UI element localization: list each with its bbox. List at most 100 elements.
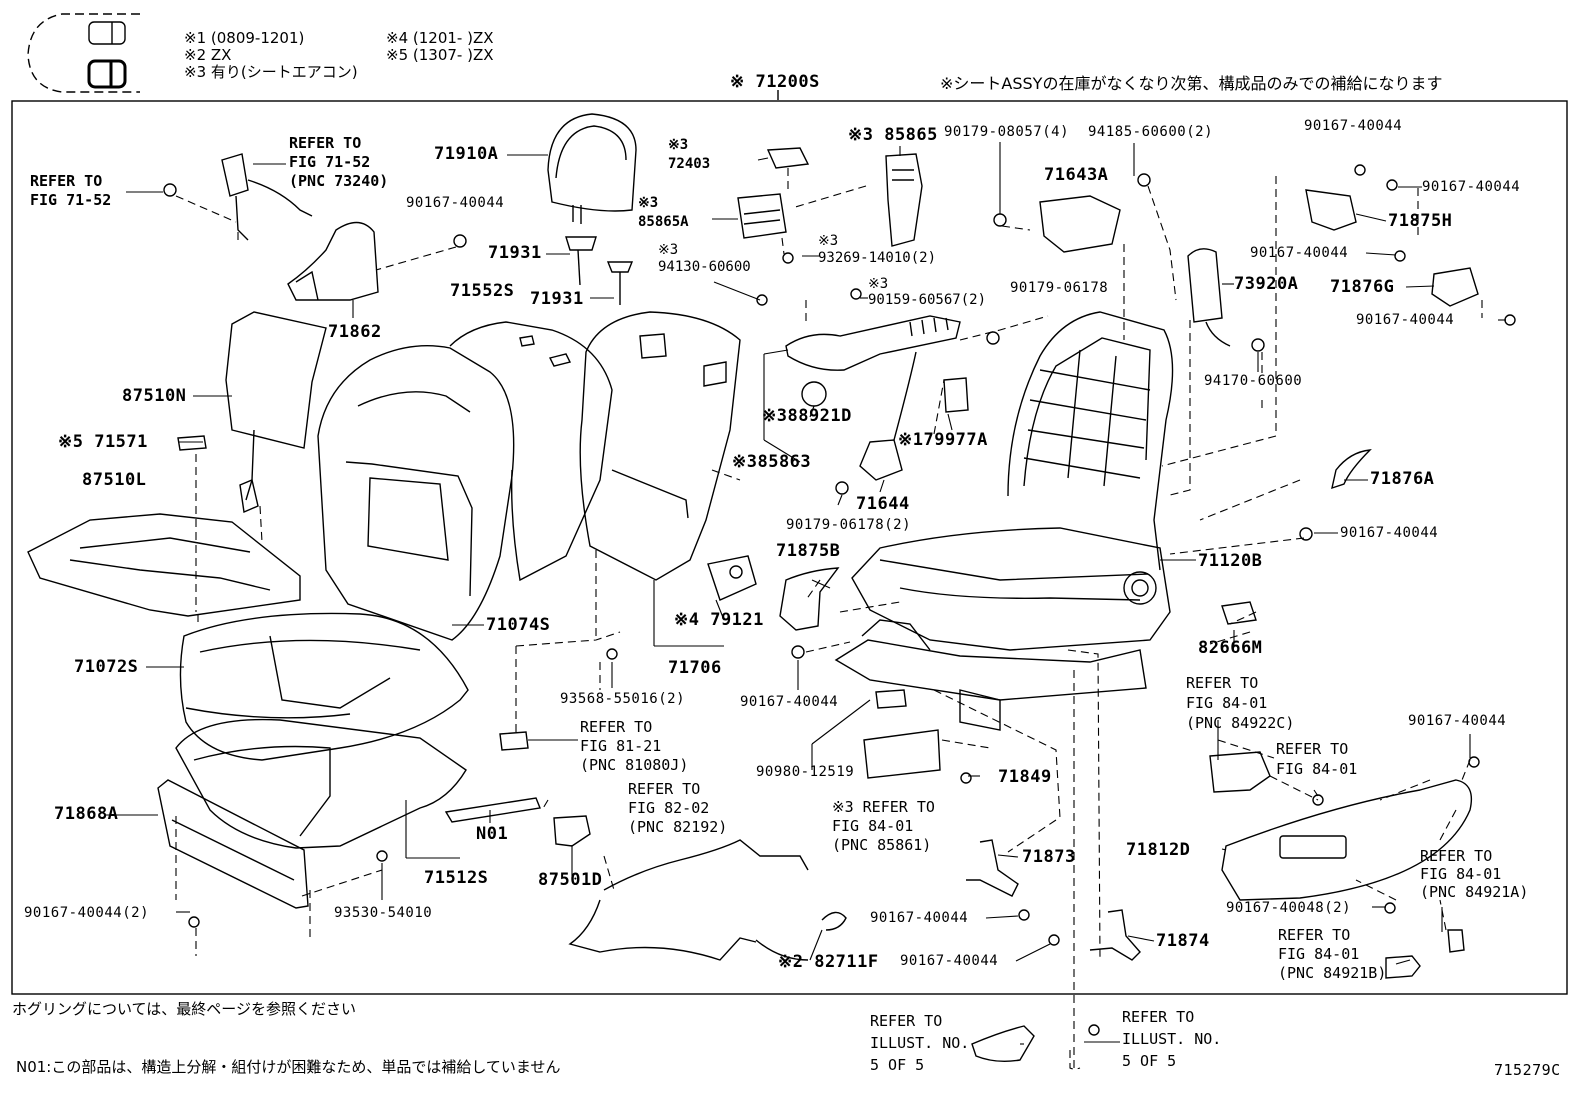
part-label-71910A: 71910A: [434, 144, 499, 164]
part-79977A: [943, 377, 969, 413]
bolt-label: 90167-40044: [406, 195, 505, 211]
part-label-90167-40048: 90167-40048(2): [1226, 900, 1352, 916]
part-label-71876G: 71876G: [1330, 277, 1395, 297]
part-label-93530-54010: 93530-54010: [334, 905, 433, 921]
part-label-90167-40044-f: 90167-40044: [740, 694, 839, 710]
part-71812D: [1221, 779, 1473, 901]
part-label-90179-08057: 90179-08057(4): [944, 124, 1070, 140]
part-label-90179-06178: 90179-06178: [1010, 280, 1109, 296]
part-90980-12519: [863, 729, 941, 779]
part-label-73920A: 73920A: [1234, 274, 1299, 294]
part-label-90167-40044-g: 90167-40044: [1408, 713, 1507, 729]
part-label-79977A: ※179977A: [898, 430, 988, 450]
legend-seat-icon-1: [88, 21, 126, 45]
part-connector: [875, 689, 907, 709]
part-label-79121: ※4 79121: [674, 610, 764, 630]
legend-bracket: [27, 13, 140, 93]
part-71876A: [1331, 449, 1372, 490]
part-84921B: [1385, 955, 1421, 979]
part-label-71862: 71862: [328, 322, 382, 342]
part-84922C: [1209, 751, 1271, 793]
part-label-71072S: 71072S: [74, 657, 139, 677]
part-71873: [966, 839, 1019, 897]
hog-ring-note: ホグリングについては、最終ページを参照ください: [12, 1000, 356, 1018]
side-cover-71862: [287, 221, 379, 301]
illustration-number: 715279C: [1494, 1061, 1561, 1079]
part-label-94170-60600: 94170-60600: [1204, 373, 1303, 389]
part-label-71074S: 71074S: [486, 615, 551, 635]
front-panel-71868A: [157, 779, 309, 909]
part-73920A: [1187, 248, 1223, 323]
part-label-93269-14010: ※3 93269-14010(2): [818, 233, 937, 266]
part-84921A: [1447, 929, 1465, 953]
refer-illust-left: REFER TO ILLUST. NO. 5 OF 5: [870, 1012, 970, 1074]
assy-label: ※ 71200S: [730, 72, 820, 92]
part-label-71873: 71873: [1022, 847, 1076, 867]
part-label-71512S: 71512S: [424, 868, 489, 888]
blower-duct: [785, 315, 961, 371]
seat-frame-71120B: [834, 311, 1174, 731]
legend-note-3: ※3 有り(シートエアコン): [184, 63, 358, 81]
part-label-71874: 71874: [1156, 931, 1210, 951]
part-71875H: [1305, 189, 1357, 231]
part-label-94130-60600: ※3 94130-60600: [658, 242, 751, 275]
legend-seat-icon-2: [87, 59, 127, 89]
legend-note-4: ※4 (1201- )ZX: [386, 29, 494, 47]
part-label-71552S: 71552S: [450, 281, 515, 301]
part-82711F: [821, 911, 847, 931]
part-87501D: [553, 815, 591, 847]
harness-82192: [568, 839, 809, 961]
part-label-71644: 71644: [856, 494, 910, 514]
part-label-71120B: 71120B: [1198, 551, 1263, 571]
refer-fig-81-21: REFER TO FIG 81-21 (PNC 81080J): [580, 718, 689, 774]
part-label-71875B: 71875B: [776, 541, 841, 561]
part-label-71706: 71706: [668, 658, 722, 678]
part-label-71868A: 71868A: [54, 804, 119, 824]
part-71643A: [1039, 195, 1121, 253]
legend-note-5: ※5 (1307- )ZX: [386, 46, 494, 64]
part-label-90167-40044-a: 90167-40044: [1304, 118, 1403, 134]
part-label-90167-40044-h: 90167-40044: [870, 910, 969, 926]
part-72403: [766, 147, 810, 169]
seatbelt-buckle: [221, 153, 313, 241]
diagram-frame: [11, 100, 1568, 995]
headrest-guide: [565, 236, 634, 305]
legend-note-2: ※2 ZX: [184, 46, 232, 64]
part-label-85865: ※3 85865: [848, 125, 938, 145]
back-cover-71706: [579, 311, 741, 581]
part-71875B: [779, 567, 840, 631]
refer-fig-84-01-84921B: REFER TO FIG 84-01 (PNC 84921B): [1278, 926, 1387, 982]
label-71571: [177, 435, 207, 451]
n01-note: N01:この部品は、構造上分解・組付けが困難なため、単品では補給していません: [16, 1058, 561, 1076]
part-71644: [859, 439, 903, 481]
part-79121: [707, 555, 757, 601]
part-label-90179-06178-2: 90179-06178(2): [786, 517, 912, 533]
part-label-90167-40044-2: 90167-40044(2): [24, 905, 150, 921]
part-label-71931-a: 71931: [488, 243, 542, 263]
refer-fig-84-01-b: REFER TO FIG 84-01: [1276, 740, 1358, 778]
part-label-87510N: 87510N: [122, 386, 187, 406]
part-label-71849: 71849: [998, 767, 1052, 787]
part-label-71812D: 71812D: [1126, 840, 1191, 860]
seat-heater-N01: [444, 797, 541, 823]
part-label-71875H: 71875H: [1388, 211, 1453, 231]
part-81080J: [499, 731, 529, 751]
part-71874: [1089, 909, 1141, 961]
part-71876G: [1431, 267, 1479, 307]
back-pad-71552S: [449, 321, 613, 582]
part-label-90159-60567: ※3 90159-60567(2): [868, 276, 987, 308]
refer-fig-84-01-85861: ※3 REFER TO FIG 84-01 (PNC 85861): [832, 798, 935, 854]
part-label-88921D: ※388921D: [762, 406, 852, 426]
part-label-72403: ※3 72403: [668, 137, 711, 172]
part-label-71876A: 71876A: [1370, 469, 1435, 489]
part-label-90167-40044-e: 90167-40044: [1340, 525, 1439, 541]
refer-fig-71-52-b: REFER TO FIG 71-52: [30, 172, 112, 209]
part-82666M: [1221, 601, 1257, 625]
part-85865: [885, 153, 923, 247]
part-label-71931-b: 71931: [530, 289, 584, 309]
clip-refer-left: [971, 1025, 1035, 1063]
cushion-frame-87510L: [27, 513, 301, 617]
part-label-82666M: 82666M: [1198, 638, 1263, 658]
cushion-pad-71512S: [175, 718, 467, 849]
